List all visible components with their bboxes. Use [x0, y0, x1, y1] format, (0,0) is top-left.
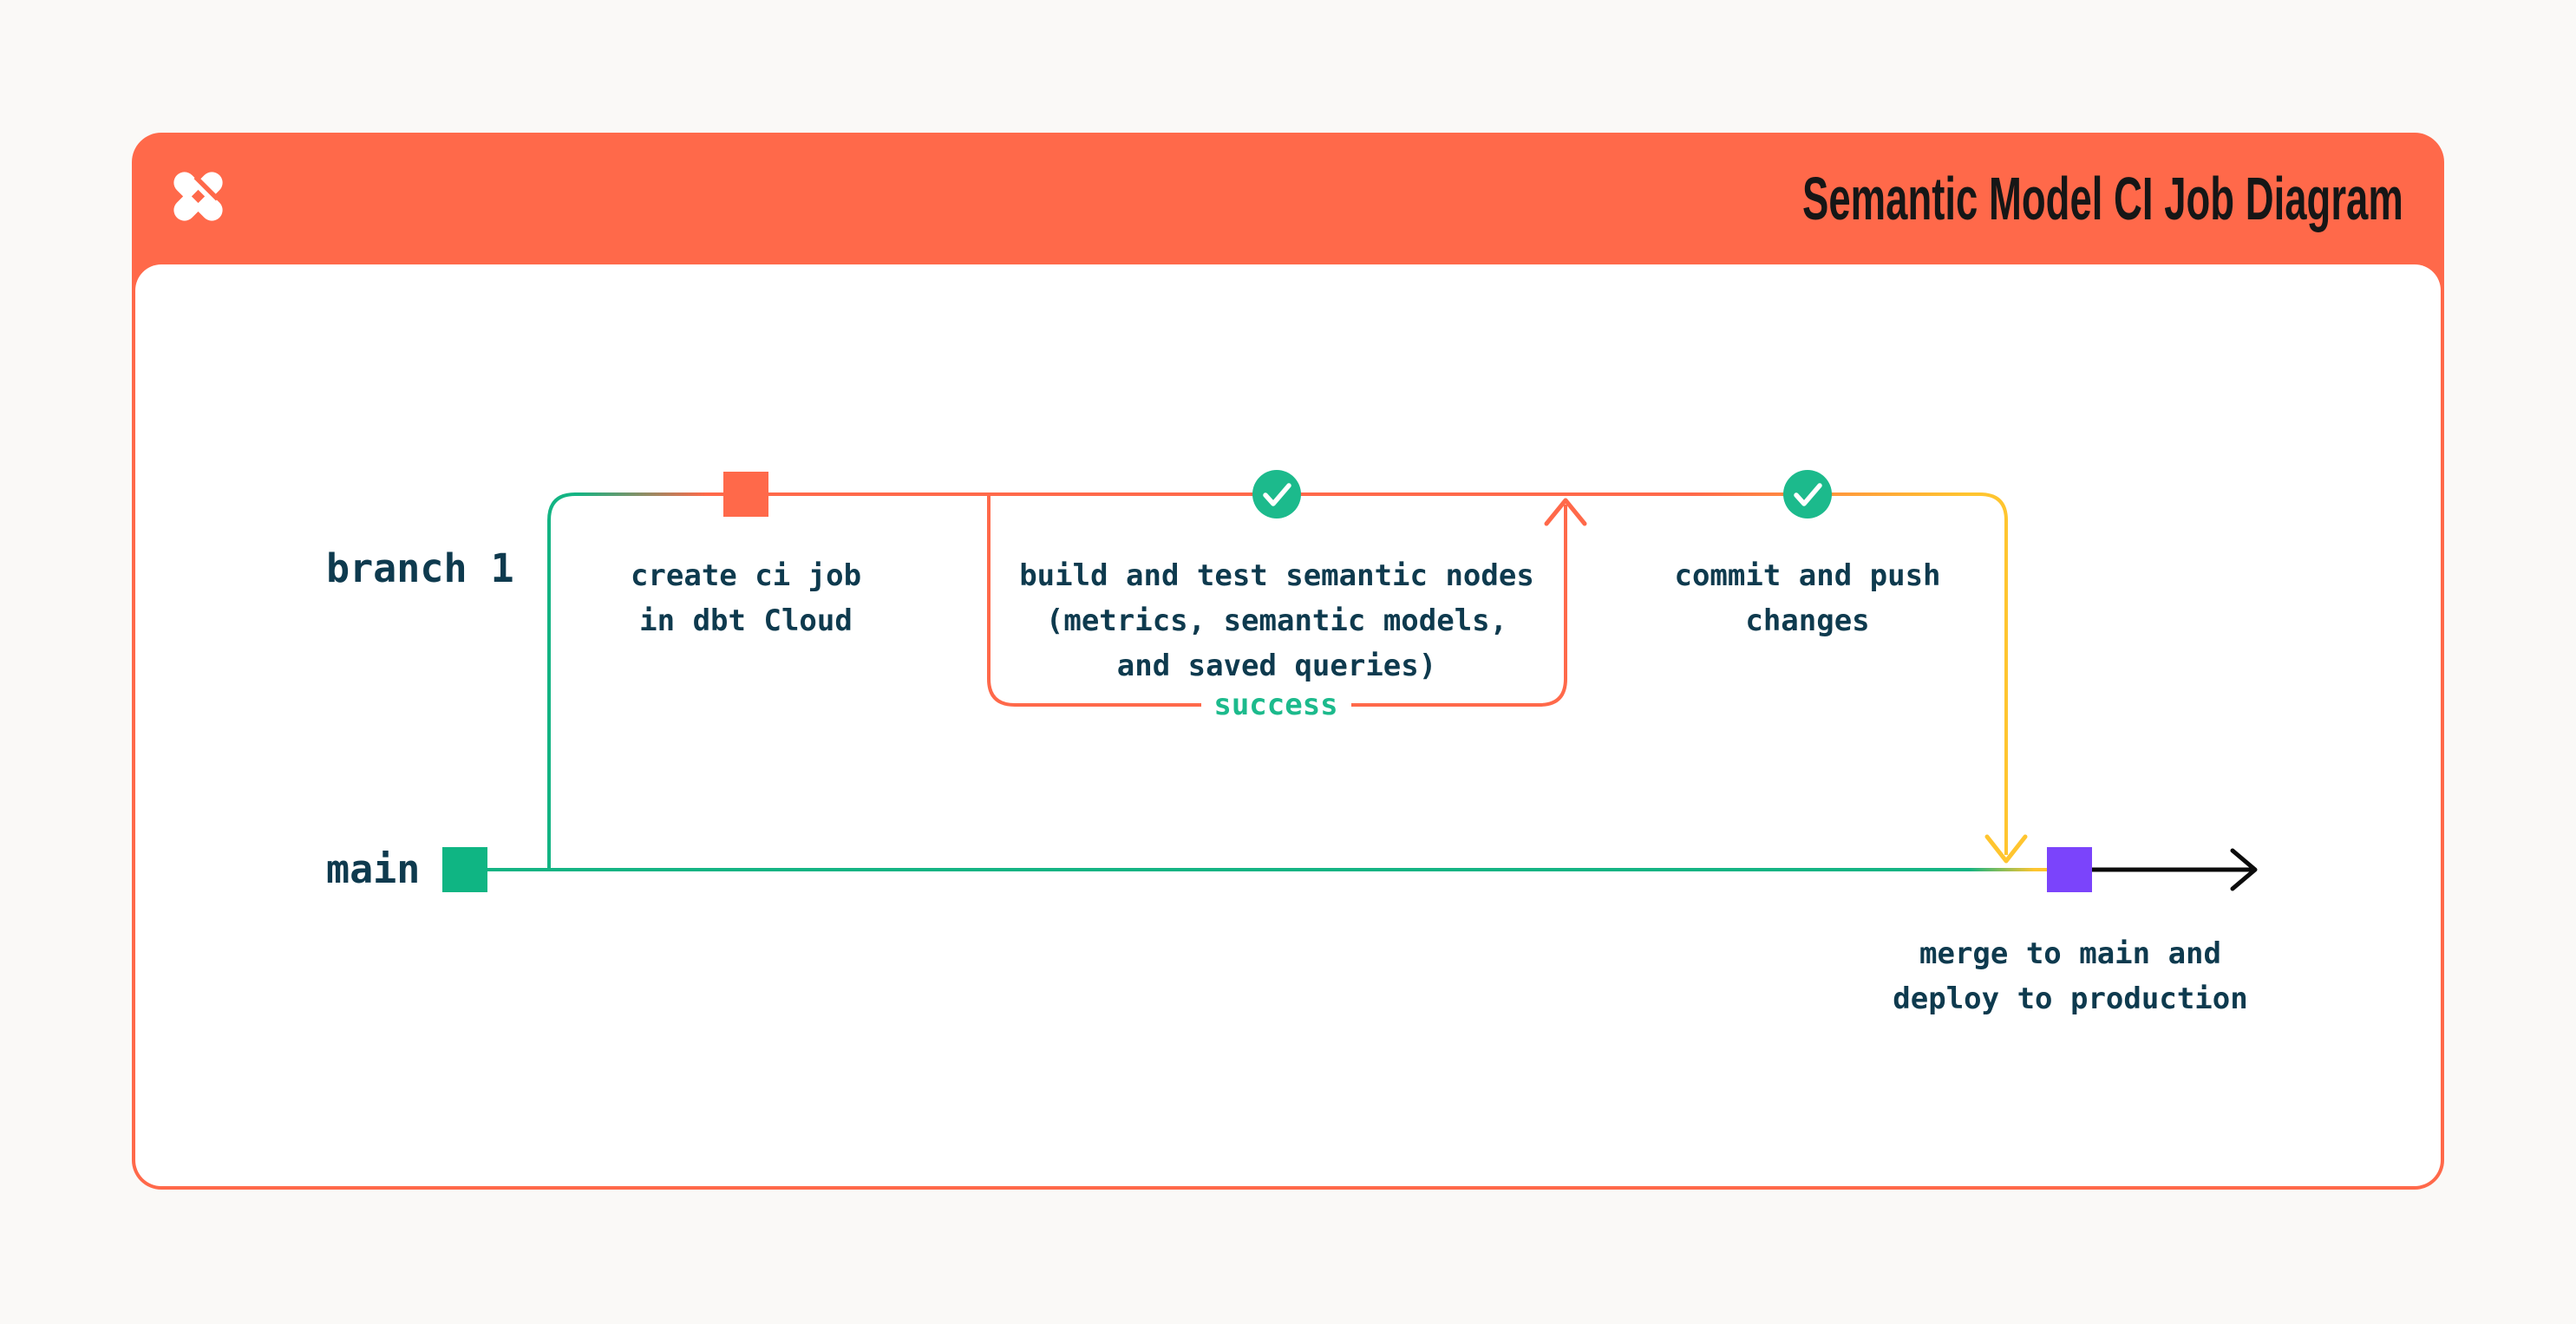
page-title: Semantic Model CI Job Diagram: [1802, 165, 2403, 232]
node-label-build-and-test: build and test semantic nodes (metrics, …: [1019, 558, 1534, 683]
dbt-logo-icon: [173, 172, 223, 221]
lane-label-main: main: [326, 846, 421, 892]
node-label-commit-and-push: commit and push changes: [1674, 558, 1941, 638]
node-label-merge-to-main: merge to main and deploy to production: [1893, 936, 2248, 1016]
diagram-card: Semantic Model CI Job Diagram: [132, 133, 2444, 1190]
node-label-create-ci-job: create ci job in dbt Cloud: [630, 558, 862, 638]
lane-label-branch1: branch 1: [326, 545, 514, 591]
card-header: Semantic Model CI Job Diagram: [132, 133, 2444, 264]
success-loop-label: success: [1213, 688, 1338, 722]
